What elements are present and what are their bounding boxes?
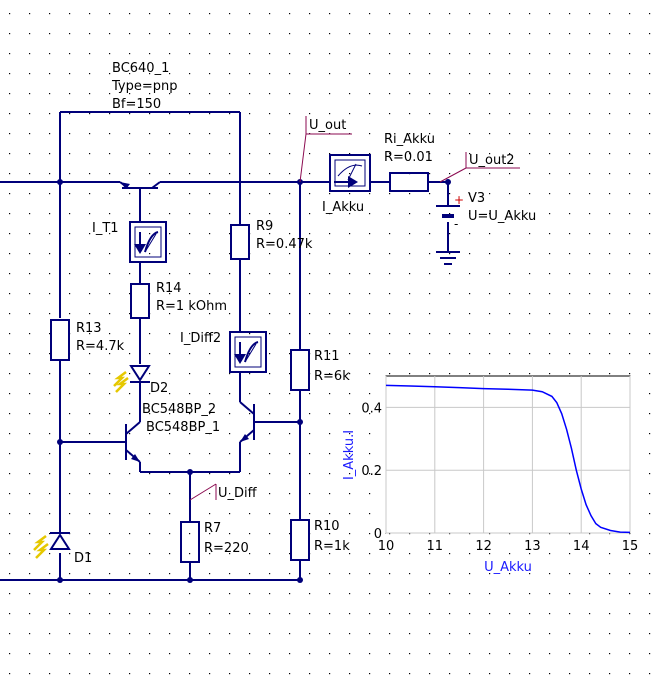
- chart-x-tick-label: 15: [622, 539, 639, 554]
- chart-y-tick-label: 0.4: [361, 401, 382, 416]
- r7-name: R7: [204, 521, 221, 536]
- i-akku-label: I_Akku: [322, 200, 364, 215]
- chart-x-tick-label: 10: [378, 539, 395, 554]
- resistor-ri-akku[interactable]: [389, 172, 429, 192]
- u-out-marker: [299, 116, 352, 183]
- chart-x-tick-label: 12: [475, 539, 492, 554]
- r7-value: R=220: [204, 541, 249, 556]
- r9-value: R=0.47k: [256, 237, 313, 252]
- u-out2-label: U_out2: [469, 153, 515, 168]
- ri-akku-value: R=0.01: [384, 150, 433, 165]
- chart-y-axis-label: I_Akku.I: [342, 430, 357, 480]
- transistor-bc640[interactable]: [119, 181, 161, 194]
- d2-label: D2: [150, 381, 168, 396]
- v3-value: U=U_Akku: [468, 209, 536, 224]
- r10-value: R=1k: [314, 539, 350, 554]
- chart-x-tick-label: 14: [573, 539, 590, 554]
- bc640-type: Type=pnp: [111, 79, 178, 94]
- ammeter-i-akku[interactable]: [329, 154, 371, 192]
- voltage-source-v3[interactable]: + -: [436, 193, 464, 231]
- chart-x-axis-label: U_Akku: [484, 560, 532, 575]
- bc640-bf: Bf=150: [112, 97, 161, 112]
- v3-name: V3: [468, 191, 485, 206]
- chart-x-ticks: 10 11 12 13 14 15: [378, 539, 639, 554]
- chart-x-tick-label: 11: [427, 539, 444, 554]
- r9-name: R9: [256, 219, 273, 234]
- resistor-r11[interactable]: [290, 349, 310, 391]
- resistor-r7[interactable]: [180, 521, 200, 563]
- resistor-r14[interactable]: [130, 283, 150, 319]
- led-d1[interactable]: [33, 532, 71, 559]
- chart-frame: [385, 375, 631, 534]
- chart-series-line: [385, 384, 631, 534]
- chart-i-akku-vs-u-akku: 10 11 12 13 14 15 0 0.2 0.4 U_Akku I_Akku.I: [342, 375, 639, 575]
- r10-name: R10: [314, 519, 340, 534]
- svg-text:+: +: [454, 193, 464, 207]
- bc640-name: BC640_1: [112, 61, 169, 76]
- svg-text:-: -: [454, 217, 458, 231]
- r11-name: R11: [314, 349, 340, 364]
- u-diff-label: U_Diff: [218, 486, 258, 501]
- u-out2-marker: [439, 152, 520, 183]
- bc548-2-label: BC548BP_2: [142, 402, 216, 417]
- i-t1-label: I_T1: [92, 221, 119, 236]
- resistor-r10[interactable]: [290, 519, 310, 561]
- r13-name: R13: [76, 321, 102, 336]
- transistor-bc548-2[interactable]: [125, 421, 141, 463]
- chart-y-ticks: 0 0.2 0.4: [361, 401, 382, 542]
- resistor-r13[interactable]: [50, 319, 70, 361]
- u-diff-marker: [189, 483, 217, 501]
- ground-icon: [436, 251, 460, 265]
- ammeter-i-t1[interactable]: [129, 221, 167, 263]
- chart-x-tick-label: 13: [524, 539, 541, 554]
- chart-y-tick-label: 0: [374, 527, 382, 542]
- ri-akku-name: Ri_Akku: [384, 132, 435, 147]
- i-diff2-label: I_Diff2: [180, 331, 221, 346]
- r13-value: R=4.7k: [76, 339, 125, 354]
- r14-value: R=1 kOhm: [156, 299, 227, 314]
- chart-grid: [385, 376, 631, 534]
- u-out-label: U_out: [309, 118, 346, 133]
- resistor-r9[interactable]: [230, 224, 250, 260]
- junctions: [57, 179, 451, 583]
- r11-value: R=6k: [314, 369, 350, 384]
- r14-name: R14: [156, 281, 182, 296]
- transistor-bc548-1[interactable]: [239, 401, 255, 462]
- d1-label: D1: [74, 551, 92, 566]
- ammeter-i-diff2[interactable]: [229, 331, 267, 373]
- bc548-1-label: BC548BP_1: [146, 420, 220, 435]
- led-d2[interactable]: [113, 365, 151, 393]
- wires: [0, 111, 449, 581]
- chart-y-tick-label: 0.2: [361, 464, 382, 479]
